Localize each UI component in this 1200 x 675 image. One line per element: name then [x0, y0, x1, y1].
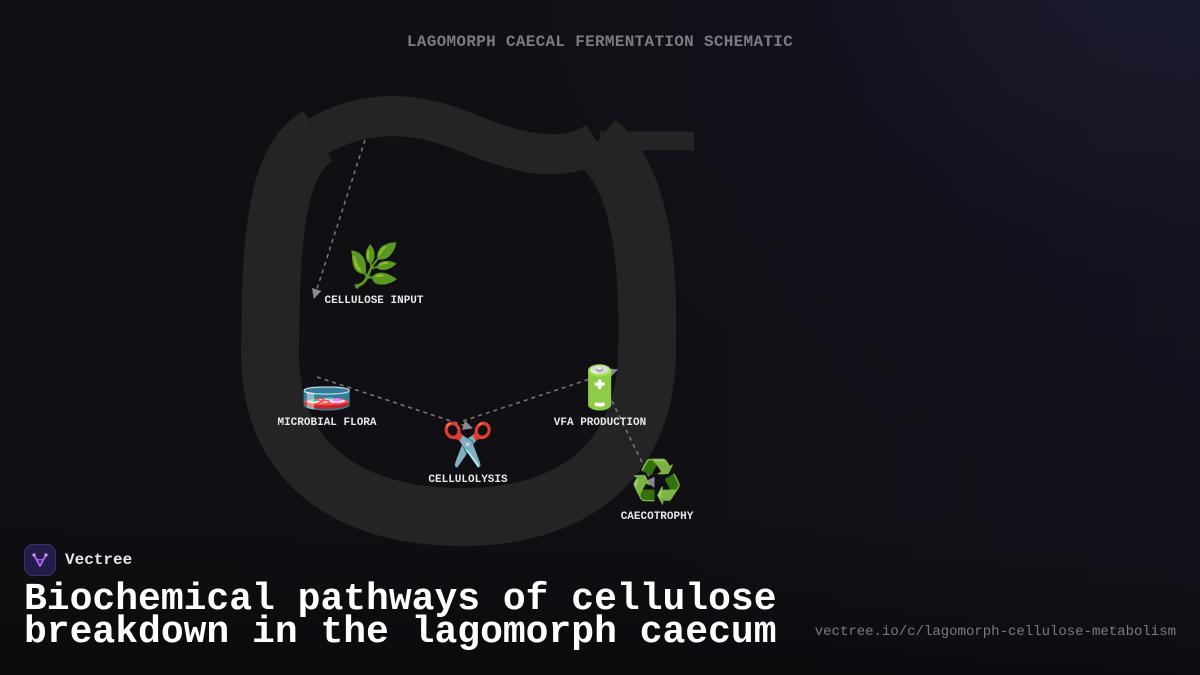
node-label-cellulose-input: CELLULOSE INPUT [324, 295, 424, 307]
node-cellulose-input: 🌿 CELLULOSE INPUT [324, 241, 424, 308]
node-label-microbial-flora: MICROBIAL FLORA [277, 417, 377, 429]
recycle-icon: ♻️ [630, 457, 684, 506]
source-url: vectree.io/c/lagomorph-cellulose-metabol… [814, 624, 1176, 640]
brand: Vectree [24, 544, 132, 576]
caecum-outer-wall [240, 110, 677, 546]
battery-icon: 🔋 [573, 363, 627, 412]
headline: Biochemical pathways of cellulose breakd… [24, 578, 777, 654]
scissors-icon: ✂️ [441, 420, 495, 469]
node-vfa-production: 🔋 VFA PRODUCTION [553, 363, 647, 430]
node-microbial-flora: 🧫 MICROBIAL FLORA [277, 363, 377, 430]
herb-icon: 🌿 [347, 241, 401, 290]
petri-dish-icon: 🧫 [300, 363, 354, 412]
edge-microbial-flora-to-cellulolysis [316, 376, 473, 430]
caecum-organ-shape [240, 96, 694, 546]
vectree-logo-glyph [32, 553, 48, 567]
node-cellulolysis: ✂️ CELLULOLYSIS [428, 420, 508, 487]
edge-cellulolysis-to-vfa-production [462, 368, 618, 422]
schematic-title: LAGOMORPH CAECAL FERMENTATION SCHEMATIC [406, 33, 794, 51]
caecum-upper-fold [308, 96, 608, 175]
node-label-cellulolysis: CELLULOLYSIS [428, 474, 508, 486]
node-label-caecotrophy: CAECOTROPHY [620, 511, 694, 523]
edge-inlet-to-cellulose-input [312, 139, 366, 299]
vectree-logo-icon [24, 544, 56, 576]
node-label-vfa-production: VFA PRODUCTION [553, 417, 647, 429]
edges [312, 139, 655, 488]
brand-name: Vectree [65, 551, 133, 569]
node-caecotrophy: ♻️ CAECOTROPHY [620, 457, 694, 524]
